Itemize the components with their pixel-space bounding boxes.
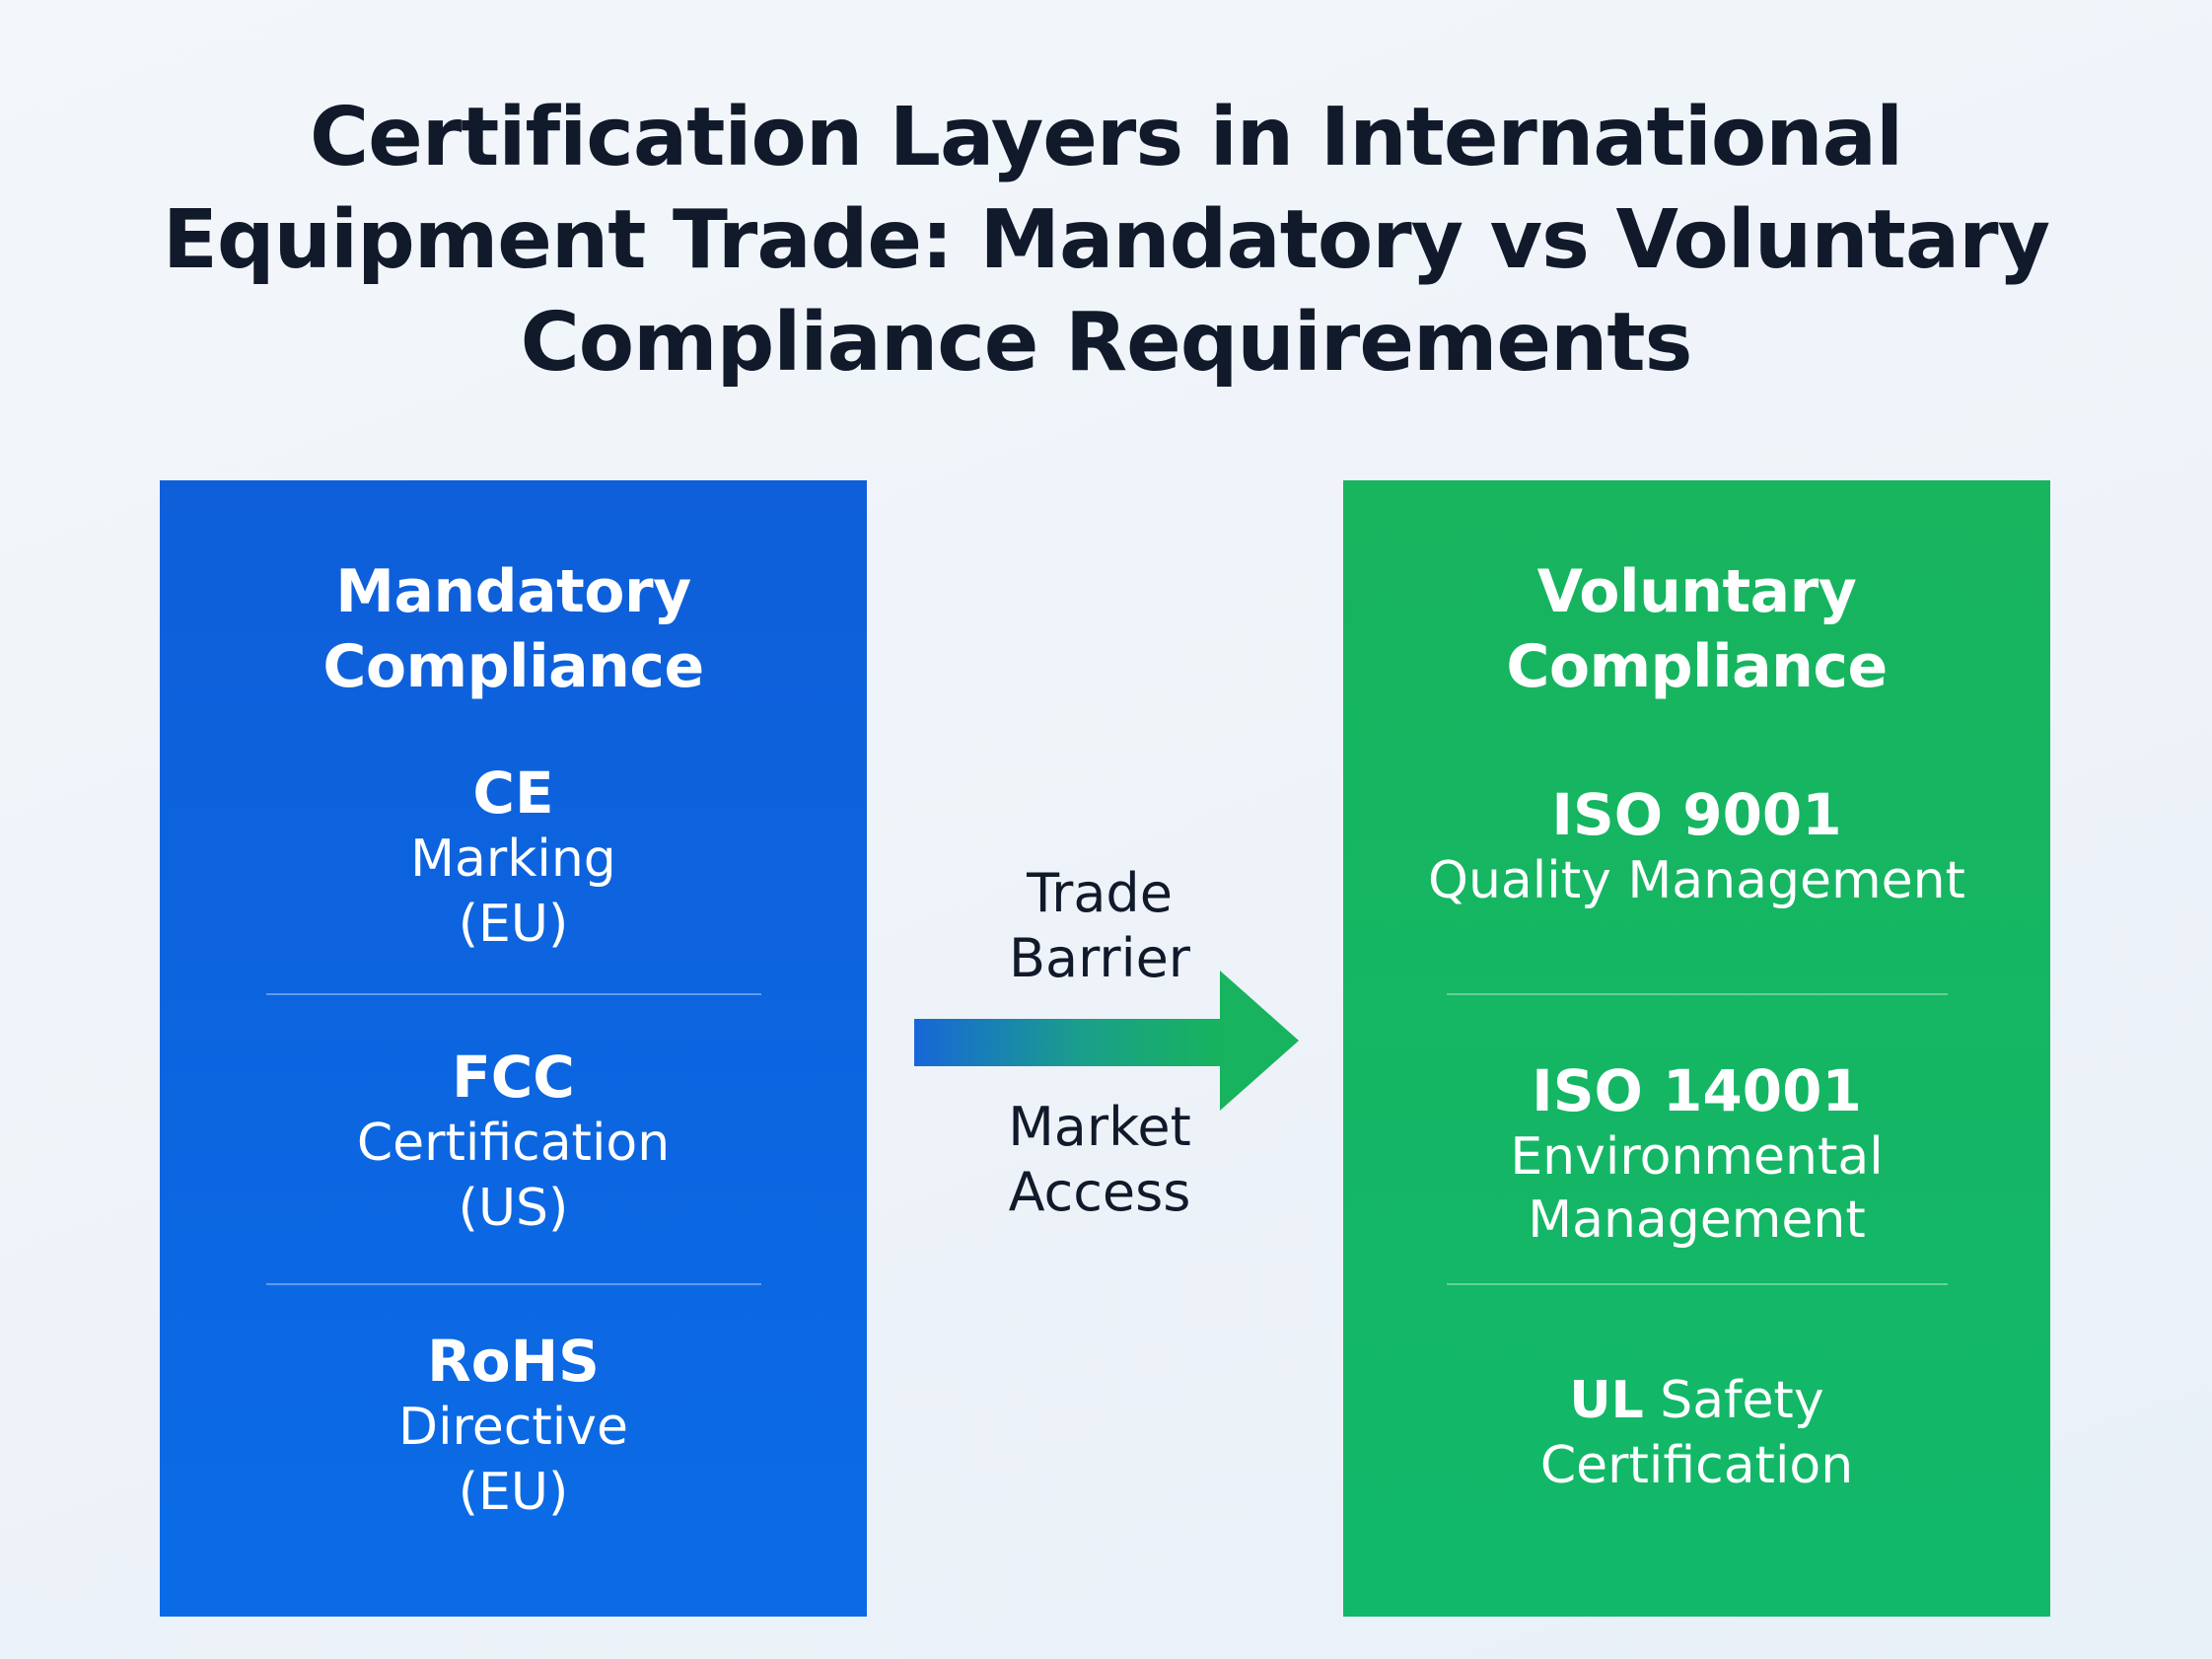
item-region: (EU) — [458, 1463, 569, 1522]
item-title: UL Safety — [1343, 1368, 2050, 1433]
item-subtitle: Certification — [1539, 1436, 1854, 1495]
item-subtitle: Marking — [410, 830, 616, 889]
item-title-rest: Safety — [1643, 1371, 1824, 1430]
item-title: CE — [472, 759, 554, 827]
voluntary-compliance-panel: Voluntary Compliance ISO 9001 Quality Ma… — [1343, 480, 2050, 1617]
divider — [1447, 1283, 1948, 1285]
item-title: ISO 14001 — [1532, 1057, 1862, 1124]
market-access-label: Market Access — [962, 1095, 1238, 1225]
divider — [266, 993, 761, 995]
trade-barrier-label: Trade Barrier — [962, 861, 1238, 991]
item-title: ISO 9001 — [1551, 781, 1842, 848]
market-access-line-1: Market — [1008, 1096, 1191, 1158]
page-title: Certification Layers in International Eq… — [0, 87, 2212, 395]
trade-barrier-line-2: Barrier — [1008, 927, 1191, 989]
mandatory-item-rohs: RoHS Directive (EU) — [160, 1328, 867, 1525]
trade-barrier-line-1: Trade — [1027, 862, 1173, 924]
title-line-3: Compliance Requirements — [520, 296, 1693, 390]
item-subtitle-2: Management — [1528, 1190, 1866, 1250]
divider — [266, 1283, 761, 1285]
voluntary-heading-line-2: Compliance — [1506, 632, 1888, 701]
item-title: FCC — [452, 1044, 575, 1111]
right-arrow-icon — [914, 971, 1299, 1111]
item-subtitle: Quality Management — [1428, 851, 1965, 910]
voluntary-item-iso-9001: ISO 9001 Quality Management — [1343, 781, 2050, 913]
market-access-line-2: Access — [1008, 1161, 1191, 1223]
mandatory-item-fcc: FCC Certification (US) — [160, 1044, 867, 1241]
item-subtitle: Directive — [398, 1398, 628, 1457]
item-title-bold: UL — [1569, 1371, 1644, 1430]
title-line-2: Equipment Trade: Mandatory vs Voluntary — [162, 193, 2050, 287]
item-title: RoHS — [427, 1328, 600, 1395]
item-region: (US) — [458, 1179, 569, 1238]
mandatory-heading-line-1: Mandatory — [335, 557, 691, 626]
mandatory-item-ce: CE Marking (EU) — [160, 759, 867, 957]
mandatory-heading: Mandatory Compliance — [160, 554, 867, 704]
item-region: (EU) — [458, 895, 569, 954]
title-line-1: Certification Layers in International — [309, 91, 1903, 184]
mandatory-heading-line-2: Compliance — [322, 632, 704, 701]
divider — [1447, 993, 1948, 995]
item-subtitle: Environmental — [1510, 1127, 1884, 1187]
voluntary-heading: Voluntary Compliance — [1343, 554, 2050, 704]
item-subtitle: Certification — [356, 1114, 671, 1173]
mandatory-compliance-panel: Mandatory Compliance CE Marking (EU) FCC… — [160, 480, 867, 1617]
voluntary-item-iso-14001: ISO 14001 Environmental Management — [1343, 1057, 2050, 1251]
voluntary-heading-line-1: Voluntary — [1536, 557, 1857, 626]
voluntary-item-ul-safety: UL Safety Certification — [1343, 1368, 2050, 1498]
